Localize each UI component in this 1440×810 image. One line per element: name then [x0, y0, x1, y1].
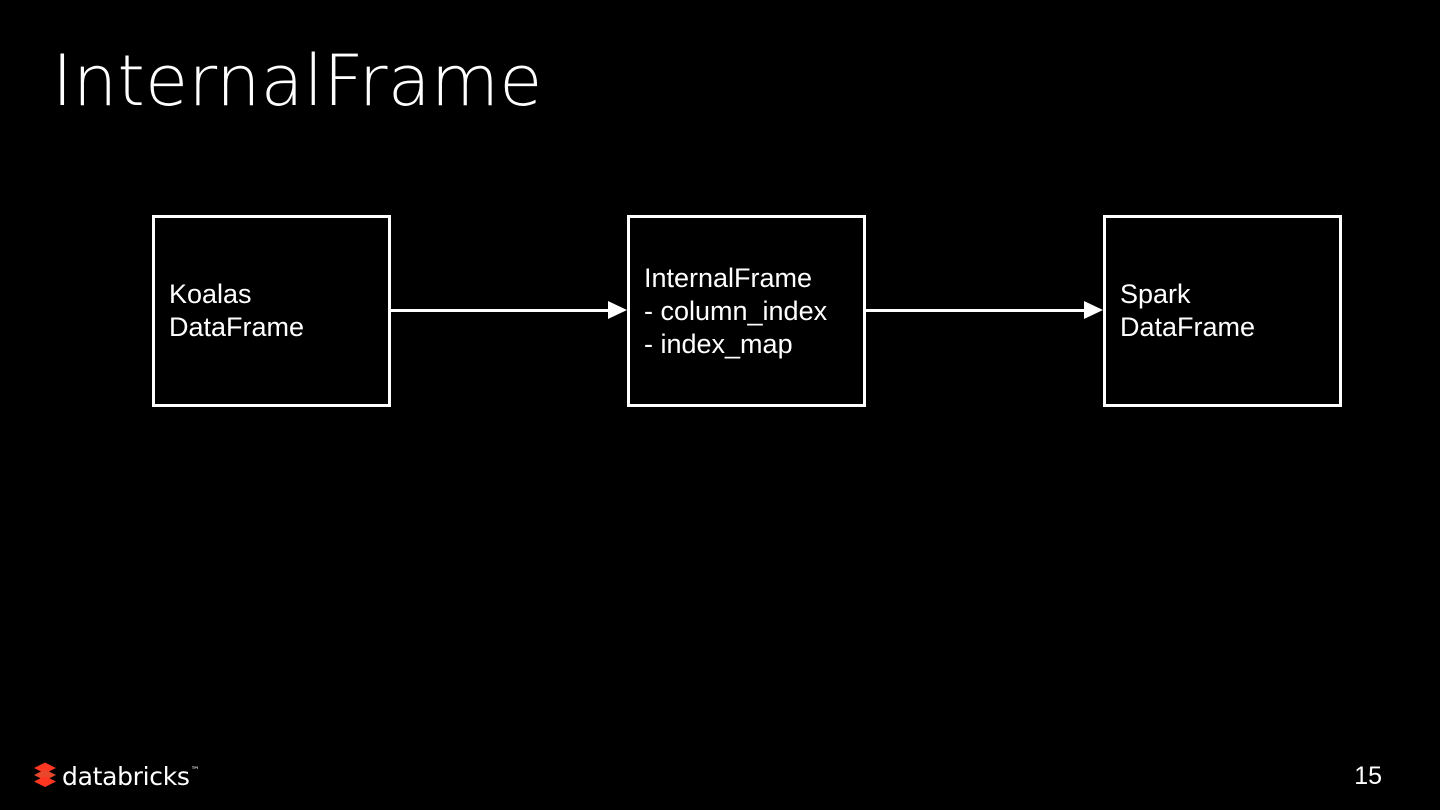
page-title: InternalFrame [52, 40, 543, 122]
databricks-logo: databricks™ [33, 761, 200, 791]
brand-text: databricks [62, 761, 190, 791]
arrow-head-icon [608, 301, 627, 319]
diagram-node-label: Koalas DataFrame [169, 279, 305, 342]
diagram-node-label: Spark DataFrame [1120, 279, 1256, 342]
arrow-internalframe-to-spark [866, 299, 1103, 323]
diagram-node-koalas-dataframe: Koalas DataFrame [152, 215, 391, 407]
diagram-node-spark-dataframe: Spark DataFrame [1103, 215, 1342, 407]
diagram-node-internal-frame: InternalFrame - column_index - index_map [627, 215, 866, 407]
arrow-head-icon [1084, 301, 1103, 319]
trademark-symbol: ™ [190, 766, 200, 777]
arrow-shaft [391, 309, 609, 312]
databricks-wordmark: databricks™ [62, 761, 200, 791]
arrow-shaft [866, 309, 1085, 312]
databricks-stacked-layers-icon [34, 762, 56, 787]
arrow-koalas-to-internalframe [391, 299, 627, 323]
diagram-node-label: InternalFrame - column_index - index_map [644, 262, 828, 359]
page-number: 15 [1354, 762, 1382, 790]
